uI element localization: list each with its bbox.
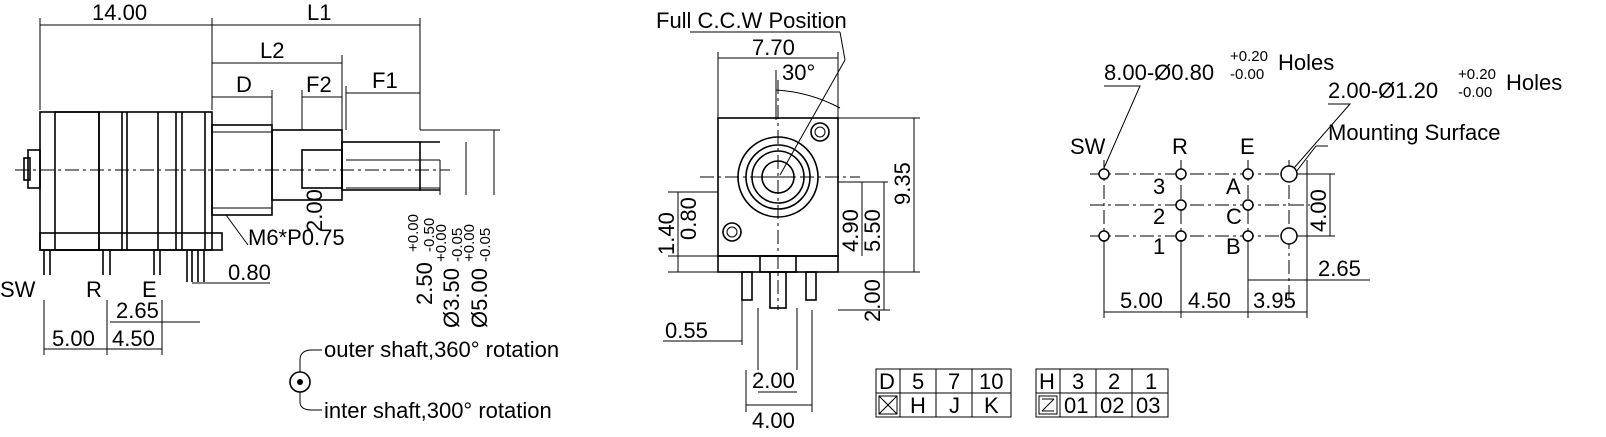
pcb-hole-r-2 <box>1175 199 1187 211</box>
table-d-header-1: 5 <box>912 369 924 394</box>
pcb-label-3: 3 <box>1153 174 1165 199</box>
label-r-side: R <box>86 277 102 302</box>
dim-14-00: 14.00 <box>92 0 147 25</box>
dim-2-00-flat: 2.00 <box>302 189 327 232</box>
pcb-label-a: A <box>1226 174 1241 199</box>
pcb-label-b: B <box>1226 234 1241 259</box>
pcb-label-r: R <box>1172 134 1188 159</box>
table-d-header-3: 10 <box>979 369 1003 394</box>
side-view: 14.00 L1 L2 D F2 F1 <box>0 0 500 355</box>
table-d-header-2: 7 <box>948 369 960 394</box>
dim-2-00-bottom: 2.00 <box>752 368 795 393</box>
pcb-hole-mount-top <box>1280 165 1298 183</box>
pcb-label-e: E <box>1240 134 1255 159</box>
dim-4-00-bottom: 4.00 <box>752 408 795 433</box>
table-h-row-1: 02 <box>1100 393 1124 418</box>
table-h-row-0: 01 <box>1064 393 1088 418</box>
pcb-layout: 8.00-Ø0.80 +0.20 -0.00 Holes 2.00-Ø1.20 … <box>1070 48 1562 318</box>
pcb-dim-3-95: 3.95 <box>1253 288 1296 313</box>
dim-0-55: 0.55 <box>665 318 708 343</box>
front-view: Full C.C.W Position 7.70 30° <box>654 8 920 433</box>
pcb-hole-e-a <box>1242 168 1254 180</box>
pcb-label-1: 1 <box>1153 234 1165 259</box>
pcb-hole-e-c <box>1242 199 1254 211</box>
pcb-hole-e-b <box>1242 230 1254 242</box>
dim-shaft-3-50: Ø3.50 <box>439 268 464 328</box>
pcb-hole-r-1 <box>1175 230 1187 242</box>
table-d-crossed-box <box>878 395 898 415</box>
shaft-legend: outer shaft,360° rotation inter shaft,30… <box>289 337 559 423</box>
label-holes-8: 8.00-Ø0.80 <box>1104 60 1214 85</box>
label-holes-2-suffix: Holes <box>1506 70 1562 95</box>
dim-2-65-side: 2.65 <box>116 298 159 323</box>
table-d: D 5 7 10 H J K <box>875 368 1012 418</box>
label-holes-8-tol-dn: -0.00 <box>1230 66 1264 83</box>
label-sw-side: SW <box>0 277 36 302</box>
pcb-dim-5-00: 5.00 <box>1120 288 1163 313</box>
table-h-row-2: 03 <box>1136 393 1160 418</box>
tol-3-50-dn: -0.05 <box>449 228 466 262</box>
label-holes-2-tol-up: +0.20 <box>1458 66 1496 83</box>
dim-d: D <box>236 72 252 97</box>
tol-5-00-dn: -0.05 <box>477 228 494 262</box>
label-holes-8-suffix: Holes <box>1278 50 1334 75</box>
table-h-header-0: H <box>1039 369 1055 394</box>
label-holes-8-tol-up: +0.20 <box>1230 48 1268 65</box>
tol-2-50-up: +0.00 <box>405 214 422 252</box>
table-h-z-box <box>1038 395 1058 415</box>
table-d-row-1: J <box>949 393 960 418</box>
tol-3-50-up: +0.00 <box>433 224 450 262</box>
dim-7-70: 7.70 <box>752 35 795 60</box>
pcb-hole-mount-bottom <box>1280 227 1298 245</box>
dim-f1: F1 <box>372 68 398 93</box>
pcb-hole-sw-top <box>1098 168 1110 180</box>
tol-5-00-up: +0.00 <box>461 224 478 262</box>
dim-4-90: 4.90 <box>838 209 863 252</box>
pcb-hole-sw-bottom <box>1098 230 1110 242</box>
pcb-label-sw: SW <box>1070 134 1106 159</box>
label-mounting-surface: Mounting Surface <box>1328 120 1500 145</box>
pcb-dim-4-50: 4.50 <box>1188 288 1231 313</box>
table-h-header-2: 2 <box>1108 369 1120 394</box>
label-full-ccw: Full C.C.W Position <box>656 8 847 33</box>
dim-5-00-side: 5.00 <box>52 326 95 351</box>
pcb-dim-4-00: 4.00 <box>1306 189 1331 232</box>
dim-2-00-front: 2.00 <box>860 279 885 322</box>
pcb-label-2: 2 <box>1153 204 1165 229</box>
dim-5-50: 5.50 <box>860 209 885 252</box>
table-h: H 3 2 1 01 02 03 <box>1035 368 1169 418</box>
table-d-header-0: D <box>879 369 895 394</box>
dim-9-35: 9.35 <box>890 162 915 205</box>
label-holes-2: 2.00-Ø1.20 <box>1328 78 1438 103</box>
table-d-row-0: H <box>910 393 926 418</box>
dim-l2: L2 <box>260 38 284 63</box>
dim-1-40: 1.40 <box>654 212 679 255</box>
pcb-hole-r-3 <box>1175 168 1187 180</box>
dim-shaft-5-00: Ø5.00 <box>467 268 492 328</box>
dim-l1: L1 <box>307 0 331 25</box>
label-e-side: E <box>142 277 157 302</box>
dim-shaft-2-50: 2.50 <box>412 262 437 305</box>
table-h-header-1: 3 <box>1072 369 1084 394</box>
label-holes-2-tol-dn: -0.00 <box>1458 84 1492 101</box>
dim-4-50-side: 4.50 <box>112 326 155 351</box>
dim-f2: F2 <box>306 72 332 97</box>
dim-0-80-front: 0.80 <box>676 197 701 240</box>
label-inner-shaft: inter shaft,300° rotation <box>324 398 552 423</box>
table-h-header-3: 1 <box>1145 369 1157 394</box>
label-outer-shaft: outer shaft,360° rotation <box>324 337 559 362</box>
table-d-row-2: K <box>984 393 999 418</box>
tol-2-50-dn: -0.50 <box>421 218 438 252</box>
pcb-dim-2-65: 2.65 <box>1318 256 1361 281</box>
pcb-label-c: C <box>1226 204 1242 229</box>
dim-m6-thread: M6*P0.75 <box>248 225 345 250</box>
dim-0-80-bottom: 0.80 <box>228 260 271 285</box>
dim-30-deg: 30° <box>782 60 815 85</box>
